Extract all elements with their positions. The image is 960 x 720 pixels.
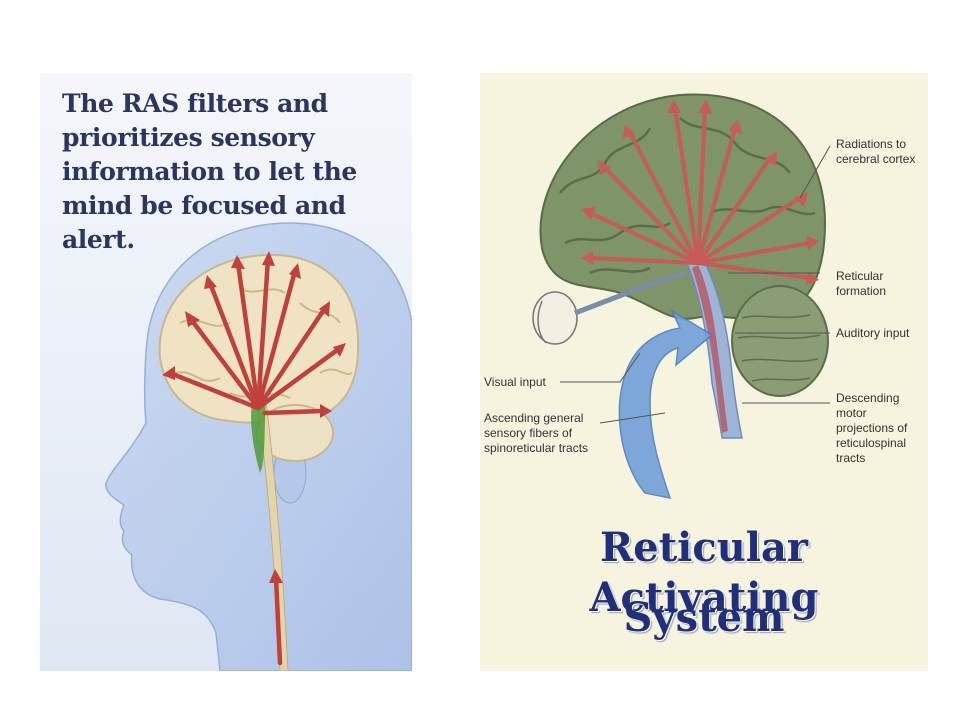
- label-reticular-formation: Reticular formation: [836, 269, 887, 298]
- diagram-title-line2: System: [623, 594, 785, 641]
- arrow-heads: [162, 251, 346, 583]
- ras-head-illustration: The RAS filters and prioritizes sensory …: [40, 73, 412, 671]
- label-ascending-fibers: Ascending general sensory fibers of spin…: [484, 411, 589, 455]
- reticular-formation-green: [251, 395, 266, 473]
- brain-section-drawing: [532, 93, 831, 499]
- cerebellum-section: [731, 285, 829, 397]
- ascending-blue-arrow: [618, 309, 714, 499]
- radiation-arrows-right: [588, 106, 812, 280]
- label-descending-projections: Descending motor projections of reticulo…: [836, 391, 908, 465]
- spinal-cord: [254, 392, 289, 671]
- radiation-arrows: [167, 256, 343, 666]
- label-auditory-input: Auditory input: [836, 326, 910, 340]
- arrow-heads-right: [581, 99, 819, 285]
- cerebellum-folia: [737, 314, 821, 382]
- leader-lines: [560, 145, 831, 424]
- reticular-formation-column: [692, 265, 728, 433]
- eye-drawing: [532, 270, 686, 345]
- diagram-title-line1: Reticular Activating: [589, 524, 819, 621]
- head-profile-drawing: [105, 222, 412, 671]
- ras-brain-diagram: Radiations to cerebral cortex Reticular …: [480, 73, 928, 671]
- label-radiations: Radiations to cerebral cortex: [836, 137, 916, 166]
- label-visual-input: Visual input: [484, 375, 546, 389]
- left-caption: The RAS filters and prioritizes sensory …: [62, 89, 357, 254]
